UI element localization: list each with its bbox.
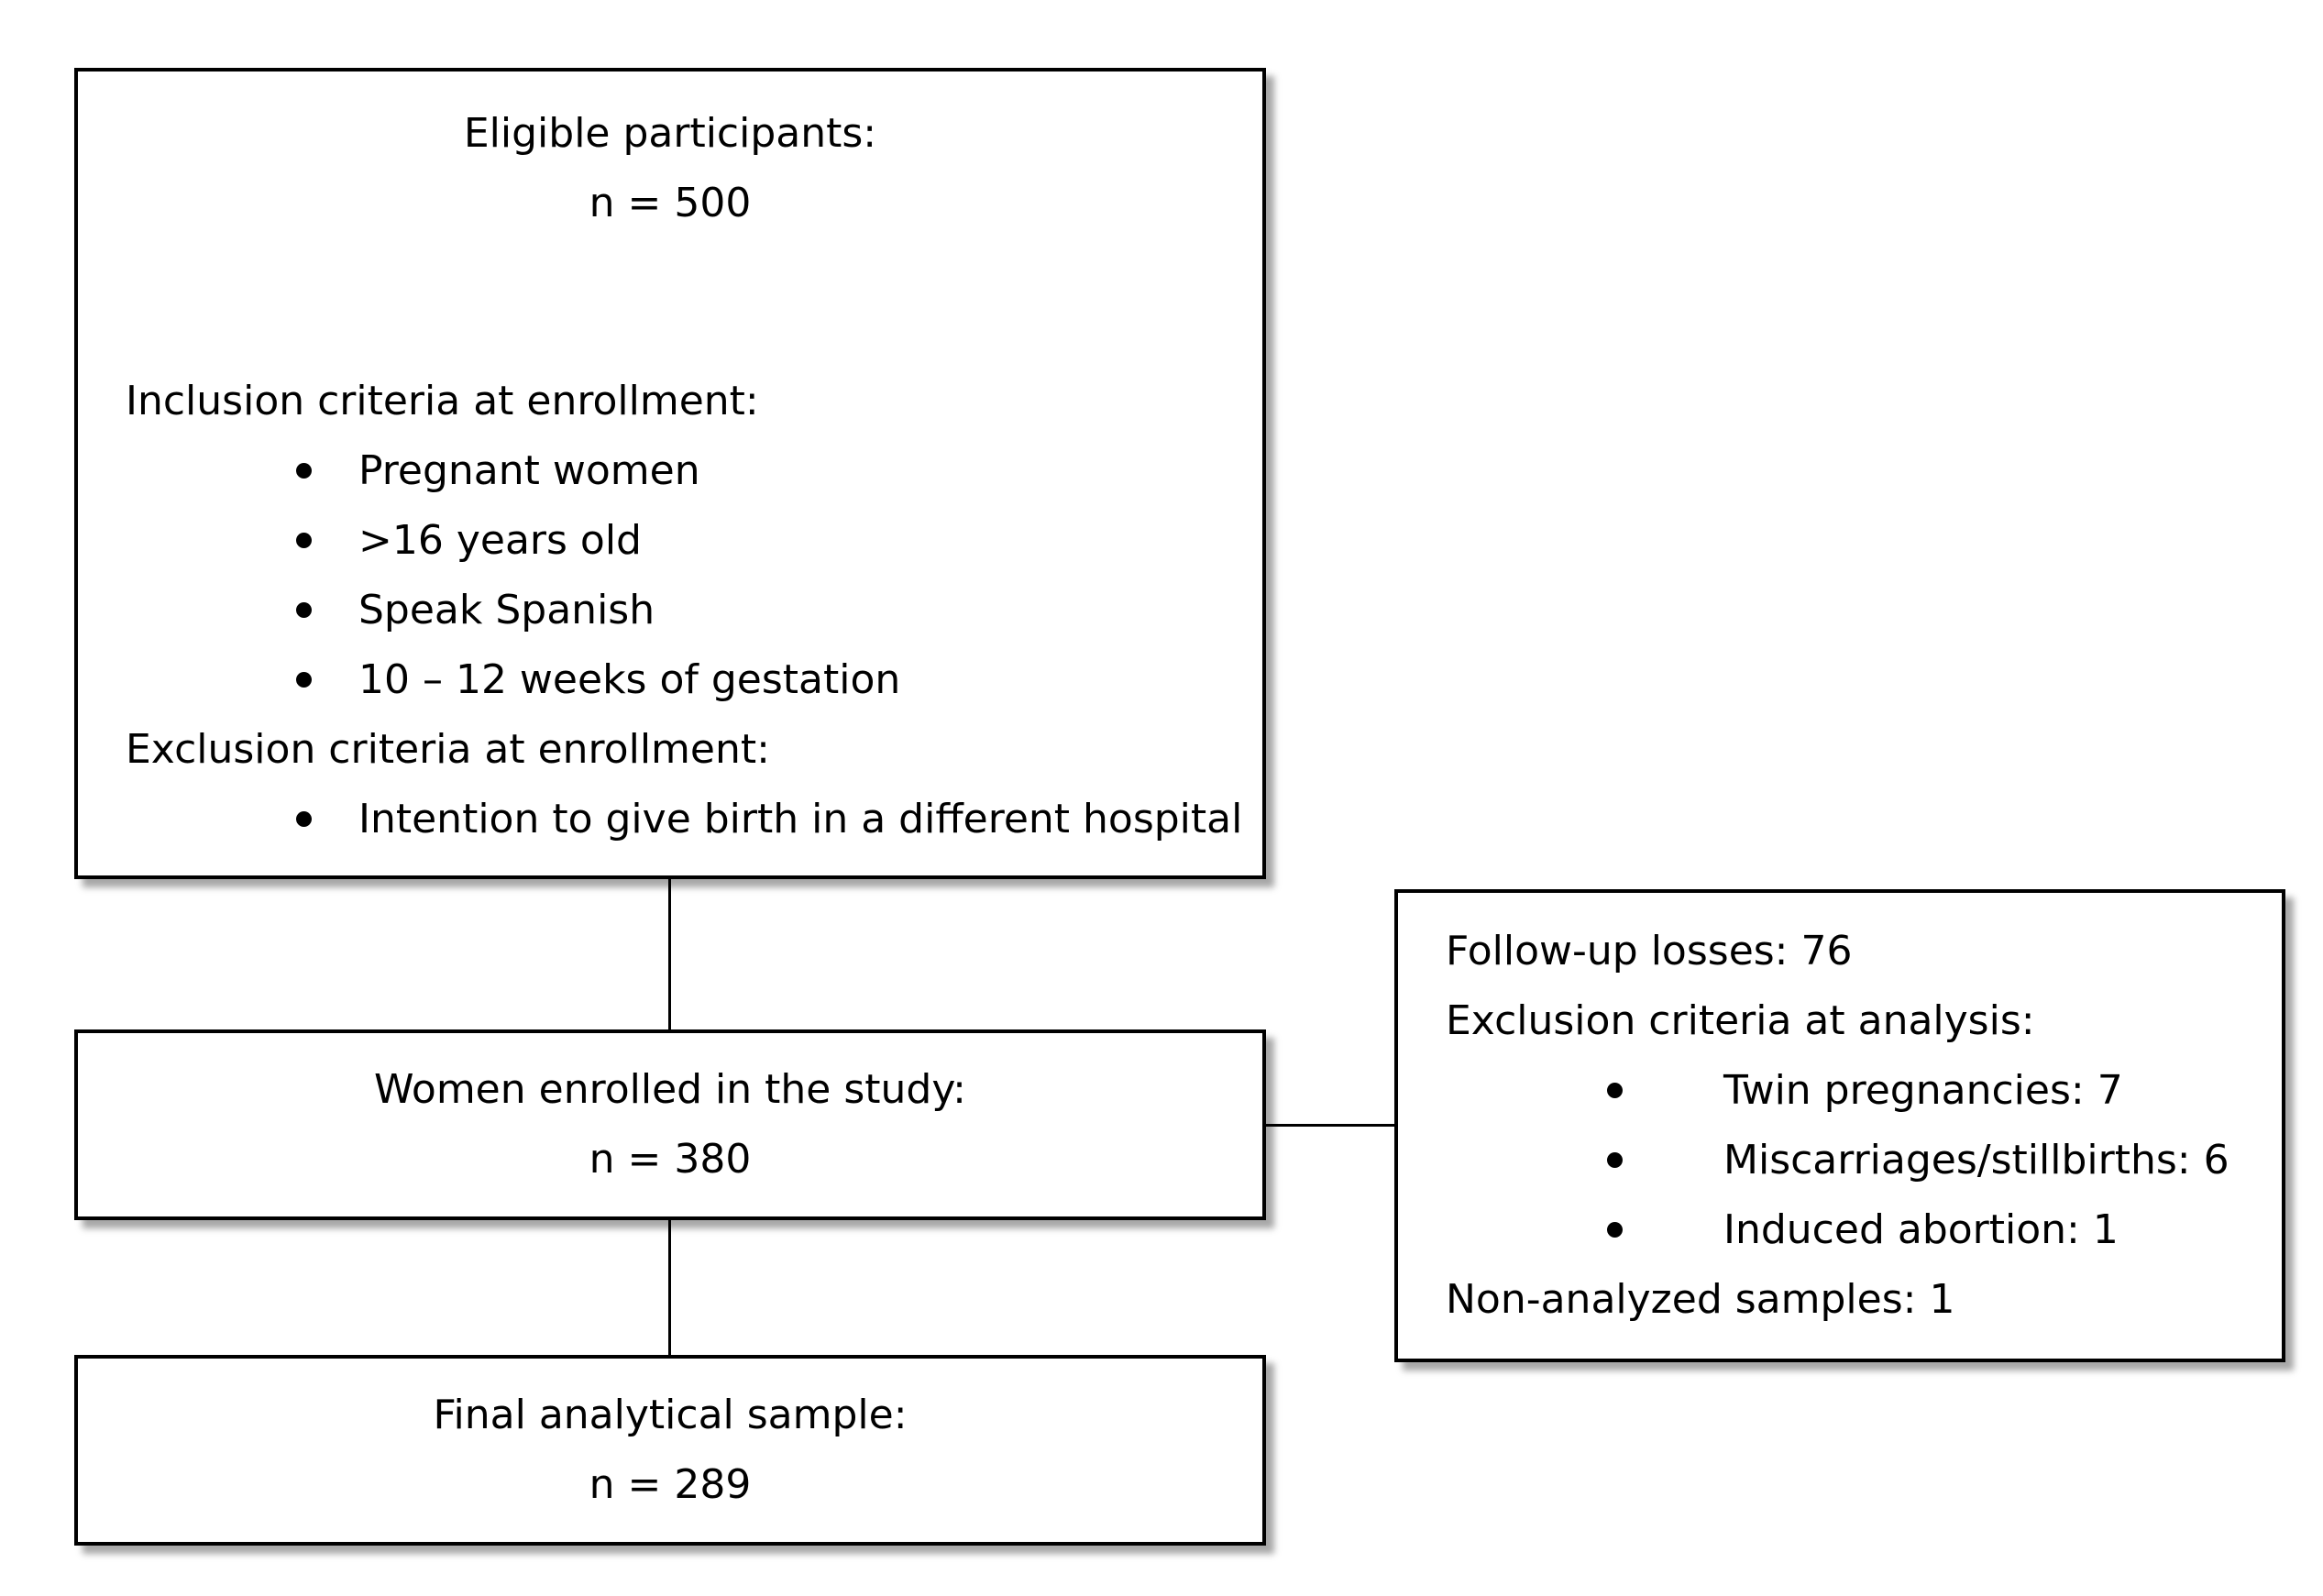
eligible-title: Eligible participants: (463, 110, 877, 157)
losses-exclusions-box: Follow-up losses: 76 Exclusion criteria … (1394, 889, 2285, 1362)
bullet-icon (1607, 1083, 1623, 1098)
inclusion-item: Speak Spanish (126, 576, 1275, 645)
analysis-exclusion-heading: Exclusion criteria at analysis: (1446, 997, 2035, 1044)
bullet-icon (296, 602, 312, 618)
bullet-icon (296, 463, 312, 479)
inclusion-list: Pregnant women >16 years old Speak Spani… (126, 436, 1275, 715)
bullet-icon (1607, 1222, 1623, 1238)
followup-losses: Follow-up losses: 76 (1446, 928, 1853, 974)
connector-eligible-to-enrolled (668, 879, 671, 1029)
women-enrolled-box: Women enrolled in the study: n = 380 (74, 1029, 1266, 1220)
losses-block: Follow-up losses: 76 Exclusion criteria … (1446, 917, 2229, 1335)
final-header: Final analytical sample: n = 289 (78, 1381, 1262, 1520)
enrolled-header: Women enrolled in the study: n = 380 (78, 1055, 1262, 1194)
criteria-block: Inclusion criteria at enrollment: Pregna… (126, 367, 1275, 854)
final-count: n = 289 (589, 1461, 752, 1508)
inclusion-item: 10 – 12 weeks of gestation (126, 645, 1275, 715)
eligible-participants-box: Eligible participants: n = 500 Inclusion… (74, 68, 1266, 879)
eligible-header: Eligible participants: n = 500 (78, 99, 1262, 238)
inclusion-item: Pregnant women (126, 436, 1275, 506)
exclusion-list: Intention to give birth in a different h… (126, 785, 1275, 854)
enrolled-title: Women enrolled in the study: (373, 1066, 967, 1113)
connector-enrolled-to-final (668, 1220, 671, 1355)
bullet-icon (296, 672, 312, 688)
bullet-icon (1607, 1152, 1623, 1168)
enrolled-count: n = 380 (589, 1136, 752, 1183)
inclusion-item: >16 years old (126, 506, 1275, 576)
final-sample-box: Final analytical sample: n = 289 (74, 1355, 1266, 1546)
analysis-exclusion-list: Twin pregnancies: 7 Miscarriages/stillbi… (1446, 1056, 2229, 1265)
analysis-exclusion-item: Induced abortion: 1 (1446, 1195, 2229, 1265)
analysis-exclusion-item: Miscarriages/stillbirths: 6 (1446, 1126, 2229, 1195)
analysis-exclusion-item: Twin pregnancies: 7 (1446, 1056, 2229, 1126)
exclusion-heading: Exclusion criteria at enrollment: (126, 726, 770, 773)
final-title: Final analytical sample: (433, 1392, 908, 1438)
inclusion-heading: Inclusion criteria at enrollment: (126, 378, 759, 424)
bullet-icon (296, 811, 312, 827)
non-analyzed-samples: Non-analyzed samples: 1 (1446, 1276, 1955, 1323)
bullet-icon (296, 533, 312, 548)
exclusion-item: Intention to give birth in a different h… (126, 785, 1275, 854)
connector-enrolled-to-losses (1266, 1124, 1394, 1127)
eligible-count: n = 500 (589, 180, 752, 226)
